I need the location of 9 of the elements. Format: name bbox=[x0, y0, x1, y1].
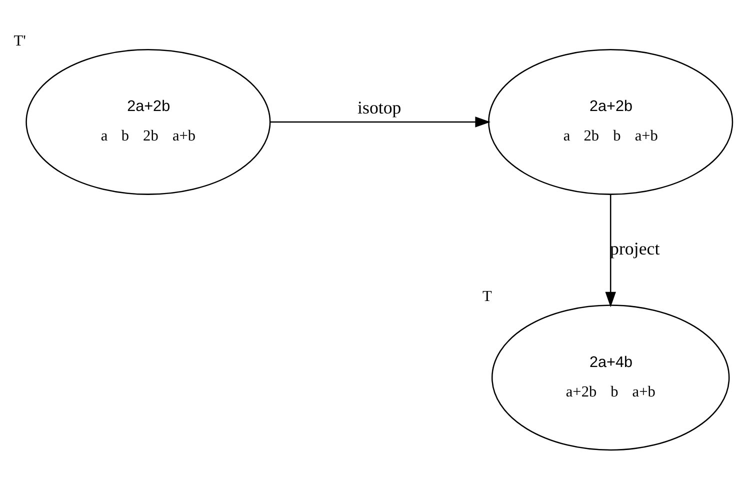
node-ellipse: 2a+2b a b 2b a+b bbox=[26, 48, 271, 195]
node-label: T' bbox=[14, 32, 26, 50]
node-label: T bbox=[482, 288, 492, 306]
edge-label: isotop bbox=[358, 97, 402, 118]
arrow bbox=[270, 116, 491, 128]
arrow bbox=[605, 194, 616, 308]
node-ellipse: 2a+4b a+2b b a+b bbox=[491, 304, 730, 451]
edge-label: project bbox=[610, 238, 660, 259]
node-ellipse: 2a+2b a 2b b a+b bbox=[488, 48, 734, 195]
